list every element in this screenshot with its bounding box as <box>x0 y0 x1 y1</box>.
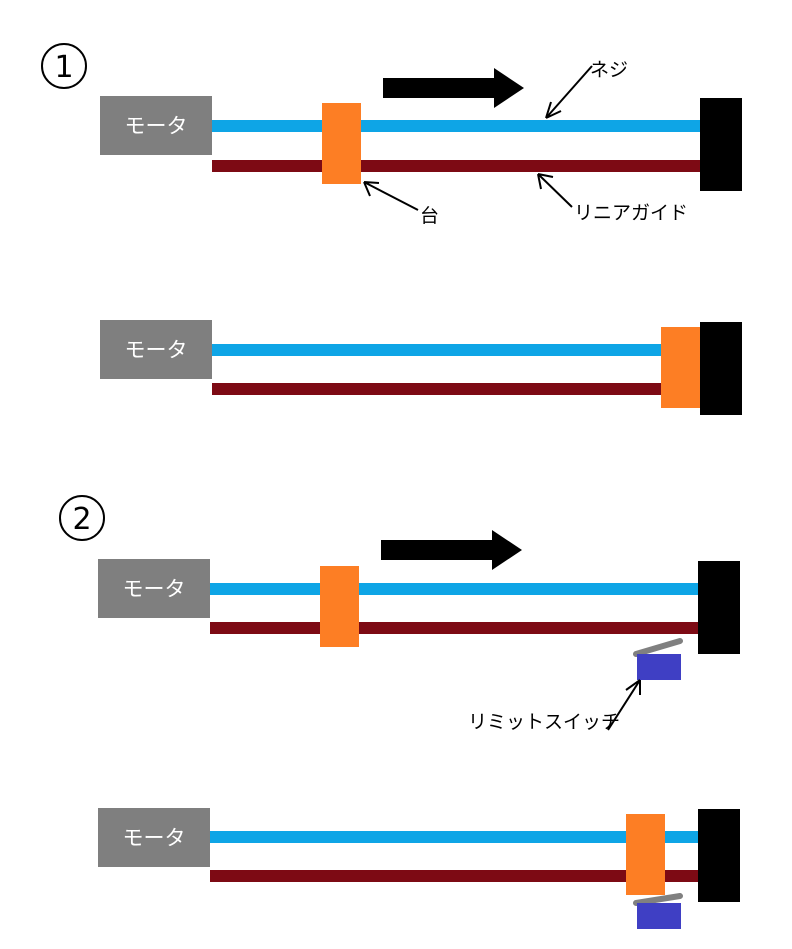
stage-block <box>322 103 361 184</box>
section-2-number: 2 <box>72 502 91 537</box>
linear-guide-rail <box>210 870 700 882</box>
limit-switch-body <box>637 654 681 680</box>
limit-switch <box>633 893 683 929</box>
limit-switch-annotation: リミットスイッチ <box>468 679 641 733</box>
screw-pointer-arrow-icon <box>545 65 593 119</box>
motor-label: モータ <box>123 826 186 850</box>
guide-pointer-arrow-icon <box>537 173 573 208</box>
stage-label: 台 <box>420 205 439 227</box>
limit-switch-lever <box>633 638 683 657</box>
stage-block <box>320 566 359 647</box>
motor-label: モータ <box>123 577 186 601</box>
section-2b: モータ <box>98 808 740 929</box>
section-2: 2 モータ リミットスイッチ <box>59 495 740 733</box>
motor-block <box>98 559 210 618</box>
limit-switch-body <box>637 903 681 929</box>
limit-switch <box>633 638 683 680</box>
limit-switch-pointer-arrow-icon <box>607 679 641 731</box>
screw-rod <box>212 120 702 132</box>
limit-switch-label: リミットスイッチ <box>468 711 620 733</box>
screw-label: ネジ <box>590 59 628 81</box>
end-block <box>700 322 742 415</box>
screw-rod <box>212 344 702 356</box>
motor-block <box>98 808 210 867</box>
linear-guide-rail <box>212 160 702 172</box>
linear-guide-rail <box>212 383 702 395</box>
end-block <box>698 809 740 902</box>
linear-guide-rail <box>210 622 700 634</box>
motor-label: モータ <box>125 338 188 362</box>
screw-annotation: ネジ <box>545 59 628 119</box>
direction-arrow-icon <box>383 68 524 108</box>
stage-pointer-arrow-icon <box>363 181 419 211</box>
section-1: 1 モータ ネジ 台 リニアガイド <box>41 43 742 227</box>
stage-annotation: 台 <box>363 181 439 227</box>
end-block <box>698 561 740 654</box>
guide-label: リニアガイド <box>574 202 688 224</box>
motor-block <box>100 96 212 155</box>
motor-label: モータ <box>125 114 188 138</box>
section-1-number: 1 <box>54 50 73 85</box>
section-1-number-circle <box>41 43 87 89</box>
screw-rod <box>210 583 700 595</box>
section-1b: モータ <box>100 320 742 415</box>
end-block <box>700 98 742 191</box>
motor-block <box>100 320 212 379</box>
screw-rod <box>210 831 700 843</box>
section-2-number-circle <box>59 495 105 541</box>
limit-switch-lever <box>633 893 683 906</box>
direction-arrow-icon <box>381 530 522 570</box>
stage-block <box>661 327 700 408</box>
stage-block <box>626 814 665 895</box>
guide-annotation: リニアガイド <box>537 173 688 224</box>
